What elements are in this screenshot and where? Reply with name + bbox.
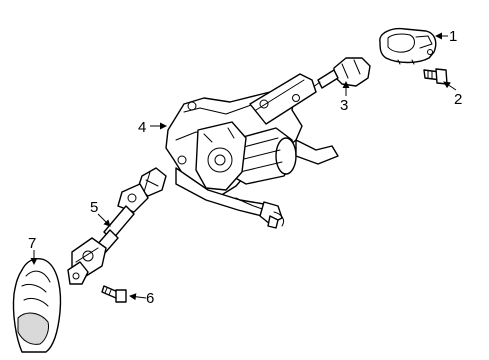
part-5-intermediate-shaft xyxy=(67,167,167,285)
part-7-column-boot xyxy=(12,258,62,353)
part-2-bolt xyxy=(423,68,448,85)
leader-6 xyxy=(129,293,147,301)
callout-1: 1 xyxy=(449,28,457,45)
part-6-bolt xyxy=(101,285,127,303)
callout-3: 3 xyxy=(340,97,348,114)
part-4-column-assembly xyxy=(165,73,339,229)
part-1-lock-housing xyxy=(379,27,437,65)
callout-5: 5 xyxy=(90,199,98,216)
callout-2: 2 xyxy=(454,91,462,108)
leader-2 xyxy=(443,81,457,91)
callout-6: 6 xyxy=(146,290,154,307)
leader-lines xyxy=(30,32,457,301)
callout-labels: 1 2 3 4 5 6 7 xyxy=(28,28,462,307)
leader-5 xyxy=(97,213,111,227)
callout-7: 7 xyxy=(28,235,36,252)
callout-4: 4 xyxy=(138,119,146,136)
part-3-coupling xyxy=(303,57,371,95)
